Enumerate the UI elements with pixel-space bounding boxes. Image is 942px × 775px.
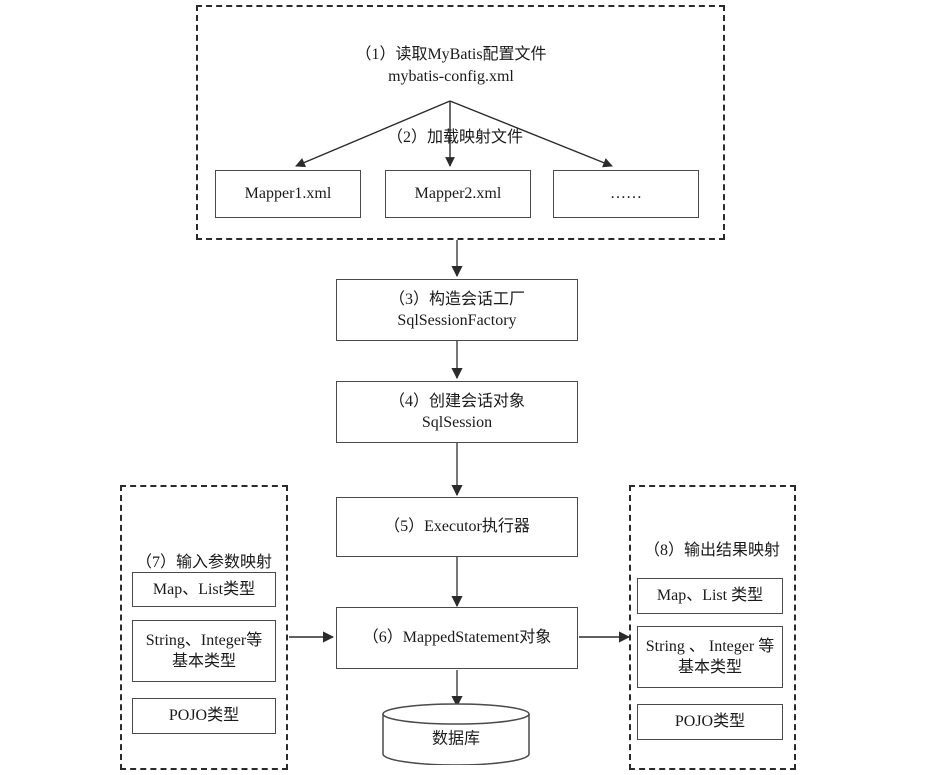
output-mapping-group-container: [629, 485, 796, 770]
input-type-label-map-list: Map、List类型: [152, 580, 256, 598]
config-step-line1: （1）读取MyBatis配置文件: [355, 46, 547, 63]
output-type-label-pojo: POJO类型: [674, 713, 746, 731]
input-type-label-pojo: POJO类型: [168, 707, 240, 725]
load-mapping-label: （2）加载映射文件: [386, 129, 523, 146]
mappedstatement-label: （6）MappedStatement对象: [362, 629, 552, 647]
config-group-container: [196, 5, 725, 240]
mapper-file-box-3[interactable]: ……: [553, 170, 699, 218]
config-step-label: （1）读取MyBatis配置文件 mybatis-config.xml: [316, 44, 586, 87]
output-type-basic-line1: String 、 Integer 等: [645, 637, 775, 655]
mapper-file-box-2[interactable]: Mapper2.xml: [385, 170, 531, 218]
input-type-basic-line2: 基本类型: [171, 653, 236, 670]
mapper-file-label-2: Mapper2.xml: [414, 185, 502, 203]
sqlsession-line2: SqlSession: [421, 414, 493, 431]
sqlsessionfactory-line2: SqlSessionFactory: [397, 312, 517, 329]
input-mapping-group-container: [120, 485, 288, 770]
input-type-box-map-list[interactable]: Map、List类型: [132, 572, 276, 607]
output-type-basic-line2: 基本类型: [677, 659, 742, 676]
mapper-file-box-1[interactable]: Mapper1.xml: [215, 170, 361, 218]
input-type-box-basic[interactable]: String、Integer等 基本类型: [132, 620, 276, 682]
sqlsessionfactory-line1: （3）构造会话工厂: [388, 290, 525, 308]
mapper-file-label-1: Mapper1.xml: [244, 185, 332, 203]
config-step-line2: mybatis-config.xml: [388, 67, 514, 85]
input-mapping-title: （7）输入参数映射: [135, 554, 272, 571]
sqlsession-line1: （4）创建会话对象: [388, 392, 525, 410]
output-type-box-map-list[interactable]: Map、List 类型: [637, 578, 783, 614]
mappedstatement-box[interactable]: （6）MappedStatement对象: [336, 607, 578, 669]
output-mapping-title: （8）输出结果映射: [643, 542, 780, 559]
executor-box[interactable]: （5）Executor执行器: [336, 497, 578, 557]
mapper-file-label-3: ……: [610, 185, 642, 203]
output-type-box-basic[interactable]: String 、 Integer 等 基本类型: [637, 626, 783, 688]
output-type-label-map-list: Map、List 类型: [656, 587, 764, 605]
database-cylinder-shape: [382, 703, 530, 766]
input-type-box-pojo[interactable]: POJO类型: [132, 698, 276, 734]
sqlsession-box[interactable]: （4）创建会话对象 SqlSession: [336, 381, 578, 443]
input-type-basic-line1: String、Integer等: [145, 631, 263, 649]
executor-label: （5）Executor执行器: [384, 518, 530, 536]
database-label: 数据库: [431, 730, 480, 748]
output-type-box-pojo[interactable]: POJO类型: [637, 704, 783, 740]
database-cylinder[interactable]: 数据库: [382, 703, 530, 766]
sqlsessionfactory-box[interactable]: （3）构造会话工厂 SqlSessionFactory: [336, 279, 578, 341]
